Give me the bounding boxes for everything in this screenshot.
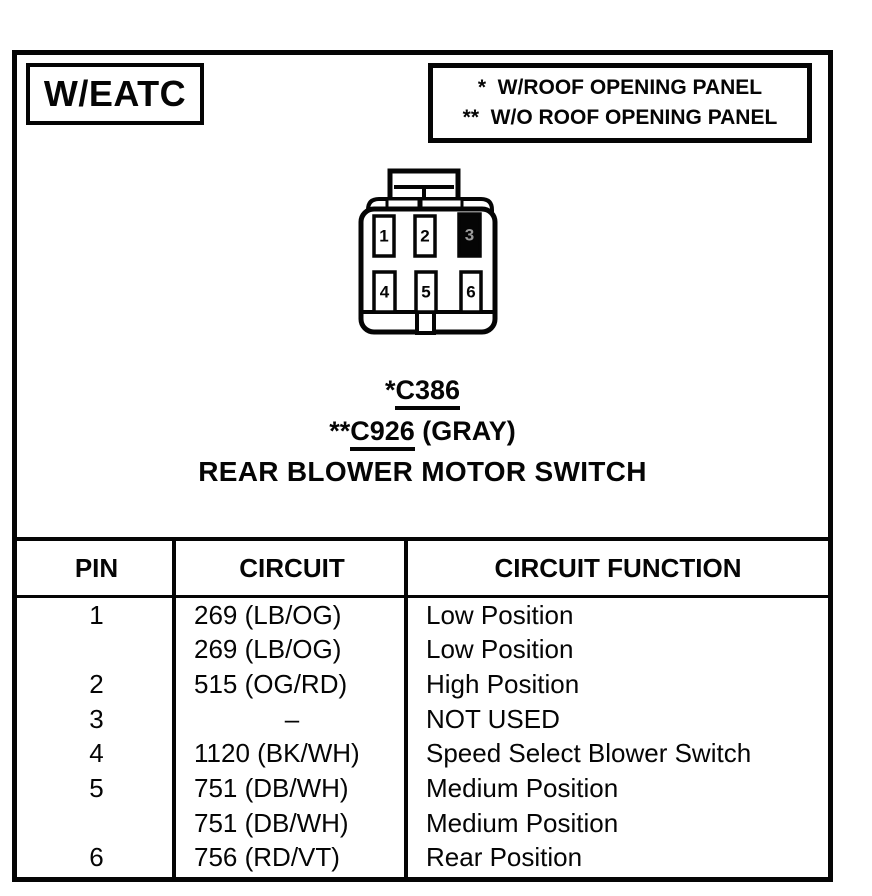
connector-title: REAR BLOWER MOTOR SWITCH bbox=[198, 456, 647, 487]
table-header-divider bbox=[17, 595, 828, 598]
pin-table-header: PIN CIRCUIT CIRCUIT FUNCTION bbox=[17, 541, 828, 595]
pin-cell: 5 bbox=[89, 772, 104, 803]
pin-cell: 2 bbox=[89, 669, 104, 700]
connector-code-2: **C926 (GRAY) bbox=[17, 416, 828, 451]
connector-code-2-prefix: ** bbox=[329, 416, 351, 446]
pin-1-numeral: 1 bbox=[379, 227, 388, 246]
variant-label: W/EATC bbox=[43, 73, 187, 114]
function-cell: Speed Select Blower Switch bbox=[426, 738, 752, 769]
pin-cell: 6 bbox=[89, 842, 104, 873]
pin-6-numeral: 6 bbox=[466, 283, 475, 302]
connector-pin-5 bbox=[414, 270, 438, 314]
table-column-divider-1 bbox=[172, 537, 176, 877]
table-row: 1 269 (LB/OG) Low Position bbox=[17, 598, 828, 633]
table-row: 6 756 (RD/VT) Rear Position bbox=[17, 840, 828, 875]
header-circuit-function: CIRCUIT FUNCTION bbox=[494, 552, 742, 583]
function-cell: Low Position bbox=[426, 634, 574, 665]
function-cell: Medium Position bbox=[426, 807, 619, 838]
variant-label-box: W/EATC bbox=[26, 63, 204, 125]
connector-diagram: 1 2 3 4 5 6 bbox=[358, 168, 498, 335]
pin-cell: 4 bbox=[89, 738, 104, 769]
pin-5-numeral: 5 bbox=[421, 283, 430, 302]
table-row: 751 (DB/WH) Medium Position bbox=[17, 806, 828, 841]
footnote-line-1: * W/ROOF OPENING PANEL bbox=[477, 76, 763, 99]
table-row: 4 1120 (BK/WH) Speed Select Blower Switch bbox=[17, 737, 828, 772]
pin-cell: 3 bbox=[89, 703, 104, 734]
table-row: 2 515 (OG/RD) High Position bbox=[17, 667, 828, 702]
connector-code-2-suffix: (GRAY) bbox=[414, 416, 516, 446]
circuit-cell: 751 (DB/WH) bbox=[194, 807, 349, 838]
function-cell: Rear Position bbox=[426, 842, 583, 873]
footnote-legend-box: * W/ROOF OPENING PANEL ** W/O ROOF OPENI… bbox=[428, 63, 812, 143]
pin-table-body: 1 269 (LB/OG) Low Position 269 (LB/OG) Low P… bbox=[17, 598, 828, 875]
circuit-cell: 269 (LB/OG) bbox=[194, 599, 342, 630]
connector-code-1: *C386 bbox=[17, 375, 828, 410]
pin-4-numeral: 4 bbox=[380, 283, 390, 302]
circuit-cell: 751 (DB/WH) bbox=[194, 772, 349, 803]
connector-pin-1 bbox=[372, 214, 396, 258]
table-row: 5 751 (DB/WH) Medium Position bbox=[17, 771, 828, 806]
function-cell: NOT USED bbox=[426, 703, 560, 734]
header-pin: PIN bbox=[74, 552, 119, 583]
circuit-cell: – bbox=[284, 703, 300, 734]
connector-pin-4 bbox=[372, 270, 397, 314]
table-row: 3 – NOT USED bbox=[17, 702, 828, 737]
header-circuit: CIRCUIT bbox=[239, 552, 345, 583]
footnote-line-2: ** W/O ROOF OPENING PANEL bbox=[462, 106, 778, 129]
connector-index-notch bbox=[415, 310, 436, 335]
function-cell: High Position bbox=[426, 669, 580, 700]
connector-code-1-number: C386 bbox=[395, 375, 461, 410]
diagram-frame-inner: W/EATC * W/ROOF OPENING PANEL ** W/O ROO… bbox=[17, 55, 828, 877]
diagram-frame: W/EATC * W/ROOF OPENING PANEL ** W/O ROO… bbox=[12, 50, 833, 882]
function-cell: Medium Position bbox=[426, 772, 619, 803]
circuit-cell: 269 (LB/OG) bbox=[194, 634, 342, 665]
connector-pin-3 bbox=[457, 212, 482, 258]
circuit-cell: 515 (OG/RD) bbox=[194, 669, 348, 700]
connector-pin-2 bbox=[413, 214, 437, 258]
pin-cell: 1 bbox=[89, 599, 104, 630]
function-cell: Low Position bbox=[426, 599, 574, 630]
connector-code-2-number: C926 bbox=[350, 416, 415, 451]
table-top-border bbox=[17, 537, 828, 541]
table-row: 269 (LB/OG) Low Position bbox=[17, 633, 828, 668]
table-column-divider-2 bbox=[404, 537, 408, 877]
circuit-cell: 1120 (BK/WH) bbox=[194, 738, 360, 769]
circuit-cell: 756 (RD/VT) bbox=[194, 842, 340, 873]
pin-3-numeral: 3 bbox=[465, 226, 474, 245]
connector-code-1-prefix: * bbox=[384, 375, 396, 405]
pin-2-numeral: 2 bbox=[420, 227, 429, 246]
connector-pin-6 bbox=[459, 270, 483, 314]
